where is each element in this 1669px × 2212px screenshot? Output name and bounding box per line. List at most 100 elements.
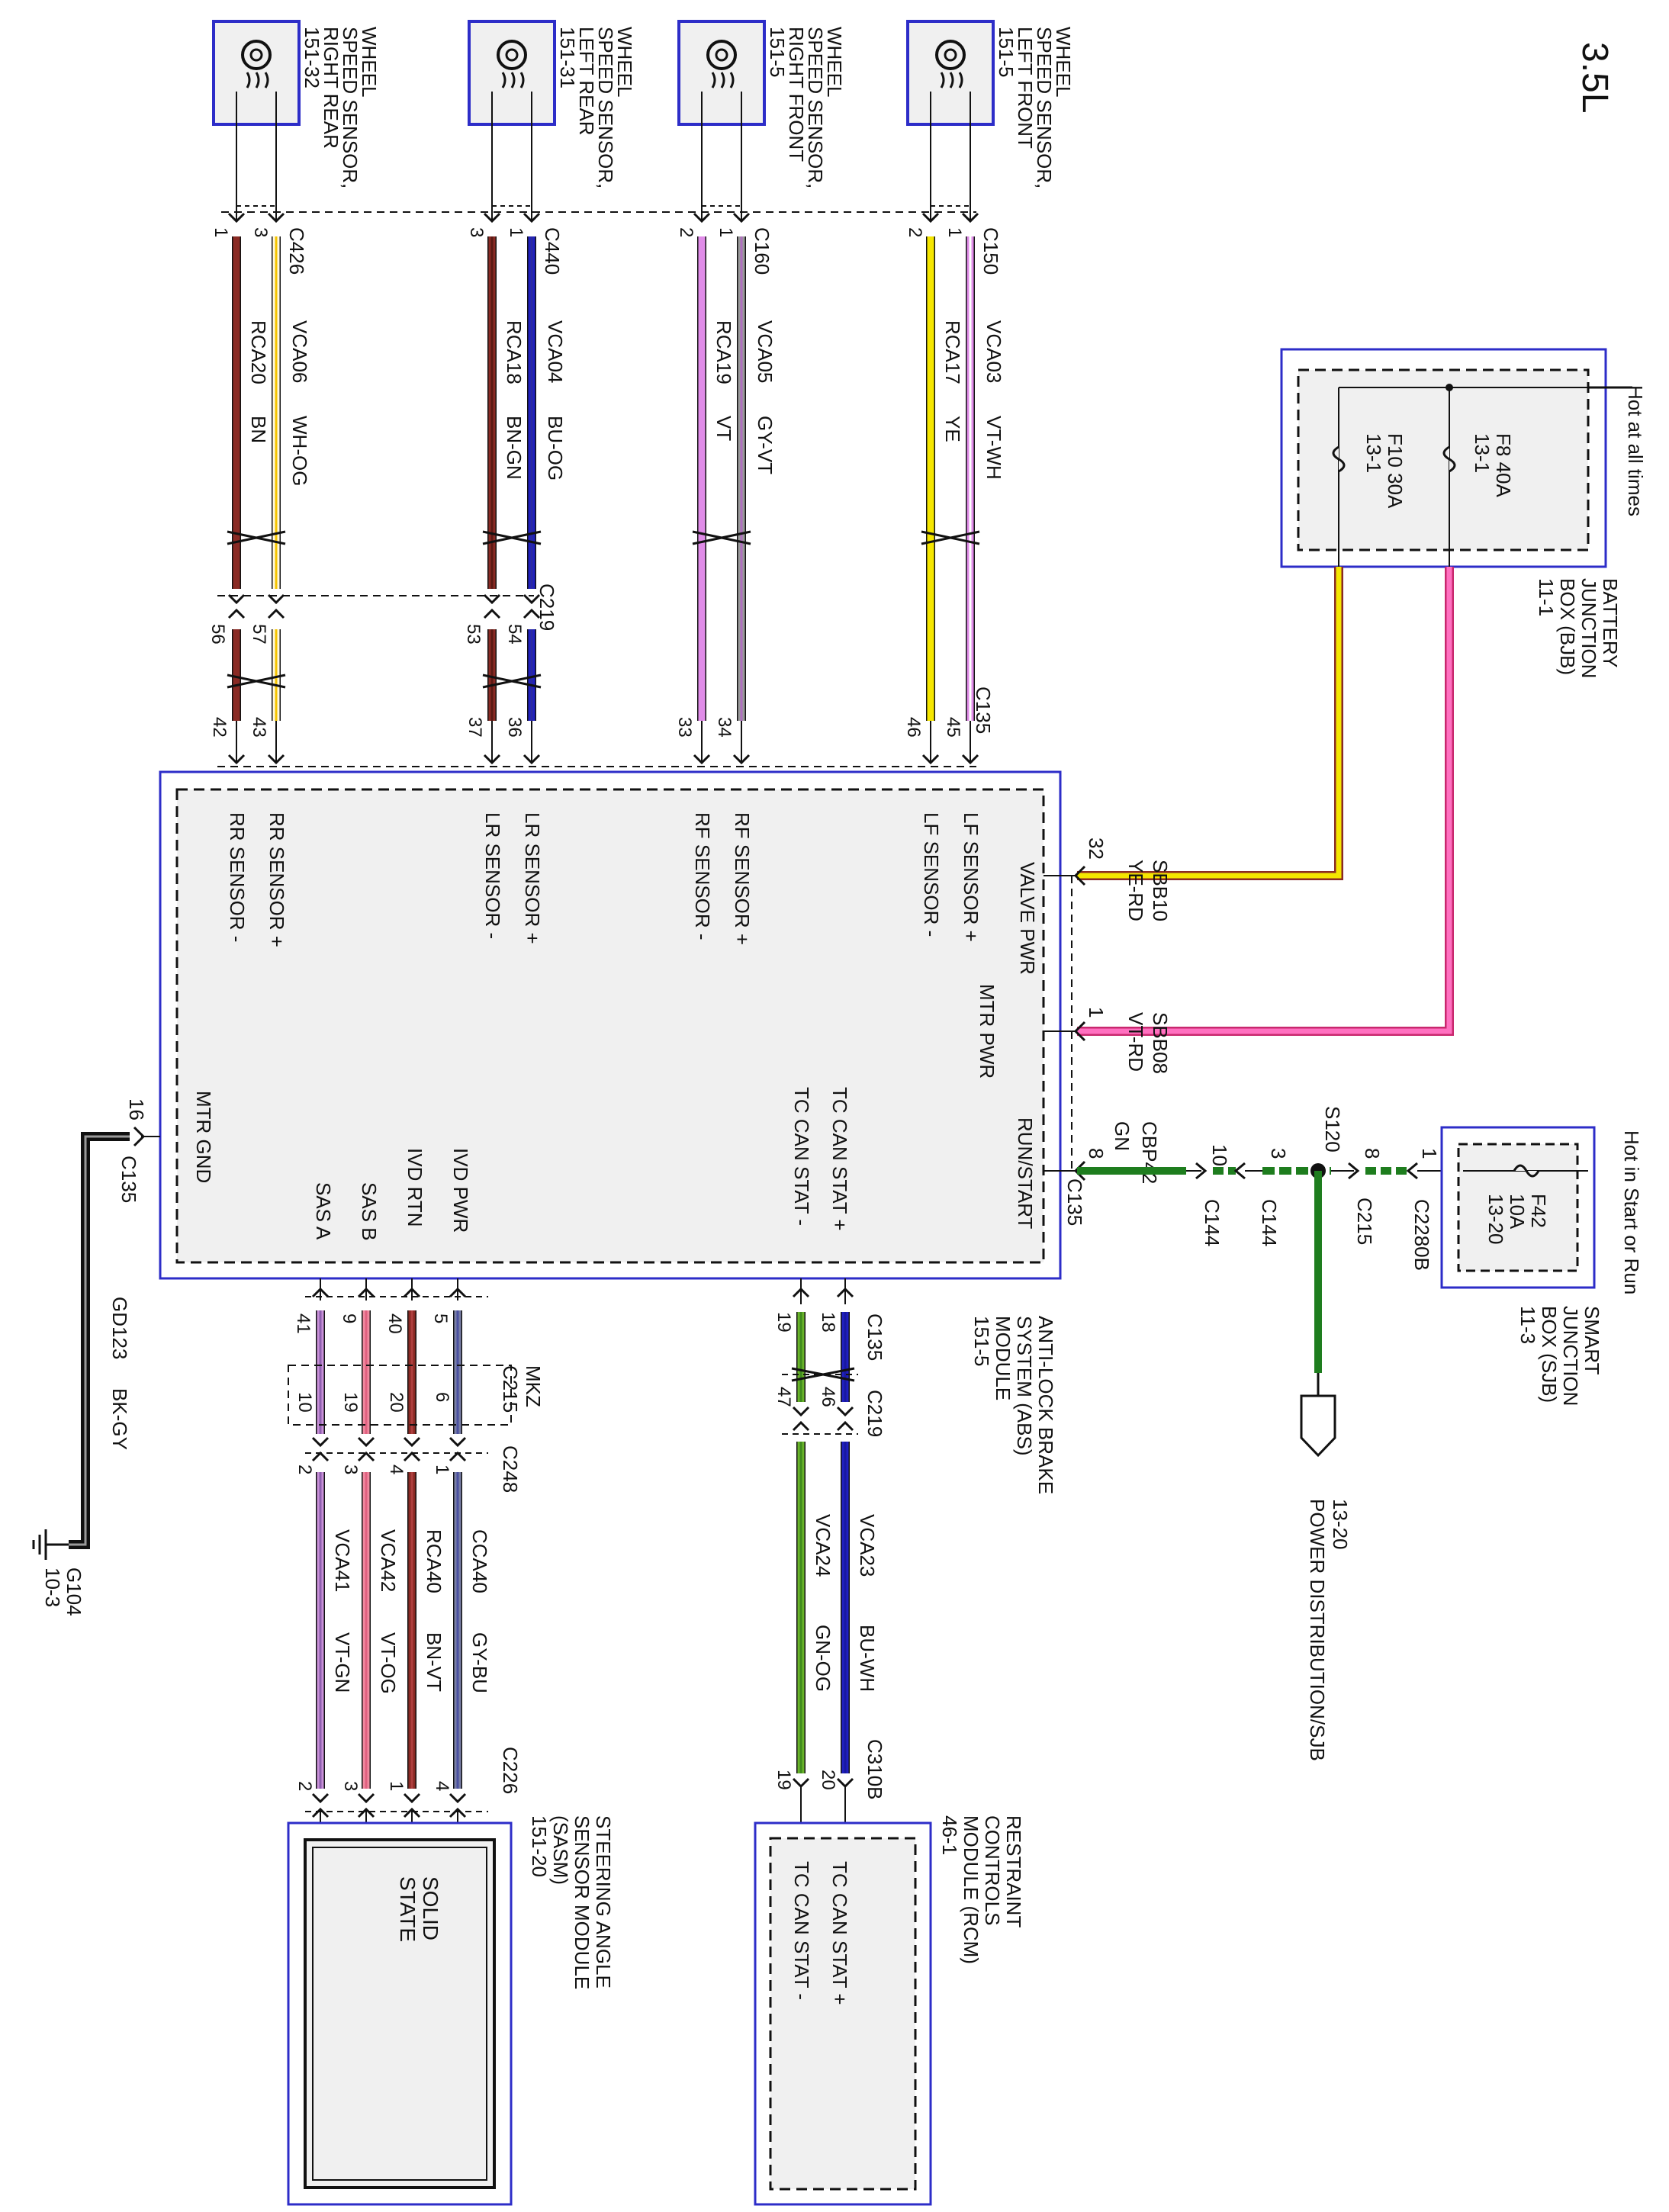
sasm-abs-pin: 40	[384, 1313, 405, 1334]
wire-sbb08	[1077, 567, 1452, 1034]
can-circuit: VCA23	[856, 1514, 879, 1577]
color-b: BN-GN	[503, 416, 526, 480]
abs-pin-b: 37	[465, 717, 485, 738]
circuit-b: RCA19	[712, 320, 735, 384]
sensor-title-line: RIGHT FRONT	[785, 27, 808, 162]
abs-run-start-label: RUN/START	[1014, 1117, 1037, 1229]
abs-sensor-minus-label: LR SENSOR -	[481, 812, 504, 939]
svg-text:ANTI-LOCK BRAKE: ANTI-LOCK BRAKE	[1034, 1316, 1057, 1494]
circuit-b: RCA20	[247, 320, 270, 384]
circuit-b: RCA17	[941, 320, 964, 384]
pin-arrow	[921, 212, 940, 223]
abs-pin-b: 33	[674, 717, 695, 738]
abs-valve-pwr-label: VALVE PWR	[1016, 862, 1039, 975]
pin-arrow	[792, 1287, 810, 1298]
inline-pin-b: 56	[207, 624, 228, 645]
power-dist-label: 13-20 POWER DISTRIBUTION/SJB	[1306, 1499, 1352, 1761]
sensor-pin-a: 1	[716, 227, 736, 237]
abs-mtr-pwr-label: MTR PWR	[976, 984, 999, 1079]
sasm-inner	[304, 1838, 496, 2189]
svg-text:BOX (BJB): BOX (BJB)	[1556, 578, 1579, 675]
svg-text:13-20: 13-20	[1329, 1499, 1352, 1550]
fuse-f8-icon	[1442, 445, 1456, 473]
svg-text:11-3: 11-3	[1516, 1306, 1539, 1344]
svg-text:STEERING ANGLE: STEERING ANGLE	[592, 1815, 615, 1989]
can-circuit: VCA24	[812, 1514, 834, 1577]
pin-arrow	[449, 1451, 467, 1462]
can-c219-pin: 46	[818, 1387, 838, 1407]
c144-a-label: C144	[1201, 1199, 1224, 1246]
abs-pin-b: 42	[209, 717, 230, 738]
rcm-can-plus-label: TC CAN STAT +	[828, 1861, 851, 2005]
bjb-f10-line1: F10 30A	[1384, 433, 1407, 509]
sasm-color: VT-OG	[377, 1632, 400, 1694]
pin-arrow	[227, 608, 246, 619]
mtr-gnd-connector: C135	[117, 1156, 140, 1203]
ground-color-code: BK-GY	[108, 1388, 131, 1450]
color-a: VT-WH	[982, 416, 1005, 480]
can-rcm-pin: 19	[773, 1770, 794, 1790]
sensor-title-line: WHEEL	[613, 27, 636, 97]
abs-pin-a: 34	[714, 717, 735, 738]
ground-circuit	[32, 1126, 160, 1560]
sasm-module-pin: 4	[432, 1781, 452, 1791]
pin-arrow	[836, 1420, 854, 1432]
pin-arrow	[227, 212, 246, 223]
sjb-fuse-line2: 10A	[1506, 1194, 1529, 1230]
mtr-gnd-pin: 16	[125, 1098, 148, 1120]
inline-pin-a: 57	[249, 624, 269, 645]
color-a: WH-OG	[288, 416, 311, 486]
svg-text:151-20: 151-20	[528, 1815, 551, 1877]
sensor-pin-a: 3	[250, 227, 271, 237]
bjb-f8-line1: F8 40A	[1492, 433, 1515, 497]
sasm-c226-label: C226	[499, 1747, 522, 1794]
pin-arrow	[267, 754, 285, 765]
pin-arrow	[483, 212, 501, 223]
wire-sbb10	[1077, 567, 1342, 879]
pin-arrow	[227, 754, 246, 765]
c219-label: C219	[535, 584, 558, 631]
abs-power-pins	[1044, 865, 1086, 1182]
sasm-inner-2	[312, 1847, 487, 2181]
pin-arrow	[523, 754, 541, 765]
pin-arrow	[792, 1420, 810, 1432]
mtr-pwr-circuit: SBB08	[1149, 1012, 1172, 1074]
circuit-a: VCA05	[754, 320, 777, 383]
svg-text:46-1: 46-1	[938, 1815, 961, 1855]
pin-arrow	[732, 754, 751, 765]
pin-arrow	[693, 754, 711, 765]
engine-label: 3.5L	[1574, 42, 1615, 113]
bjb-inner	[1297, 368, 1590, 551]
pin-arrow	[693, 212, 711, 223]
color-b: VT	[712, 416, 735, 441]
valve-pwr-circuit: SBB10	[1149, 860, 1172, 921]
pin-arrow	[267, 212, 285, 223]
sasm-c248-label: C248	[499, 1445, 522, 1493]
sjb-fuse-line1: F42	[1527, 1194, 1550, 1228]
sasm-color: BN-VT	[423, 1632, 445, 1692]
pin-arrow	[523, 608, 541, 619]
pin-arrow	[357, 1792, 375, 1804]
sjb-hot-label: Hot in Start or Run	[1620, 1130, 1643, 1294]
bjb-title: BATTERY JUNCTION BOX (BJB) 11-1	[1535, 578, 1622, 678]
sensor-pin-b: 1	[211, 227, 231, 237]
pin-arrow	[449, 1436, 467, 1448]
valve-pwr-pin: 32	[1085, 838, 1108, 860]
abs-module-inner	[175, 788, 1045, 1264]
pin-arrow	[523, 593, 541, 605]
fuse-f10-icon	[1332, 445, 1346, 473]
inline-pin-a: 54	[504, 624, 525, 645]
wire-sbb10-base	[1077, 567, 1343, 880]
sensor-pin-b: 2	[905, 227, 925, 237]
sasm-c215-pin: 10	[294, 1392, 315, 1413]
twist-icon	[921, 530, 980, 545]
abs-can-plus-label: TC CAN STAT +	[828, 1087, 851, 1231]
circuit-a: VCA03	[982, 320, 1005, 383]
coil-icon	[246, 72, 269, 88]
wire-sbb08-base	[1077, 567, 1454, 1036]
ground-label-line2: 10-3	[41, 1567, 64, 1607]
sasm-c248-pin: 3	[340, 1464, 361, 1474]
sensor-pin-a: 1	[944, 227, 965, 237]
